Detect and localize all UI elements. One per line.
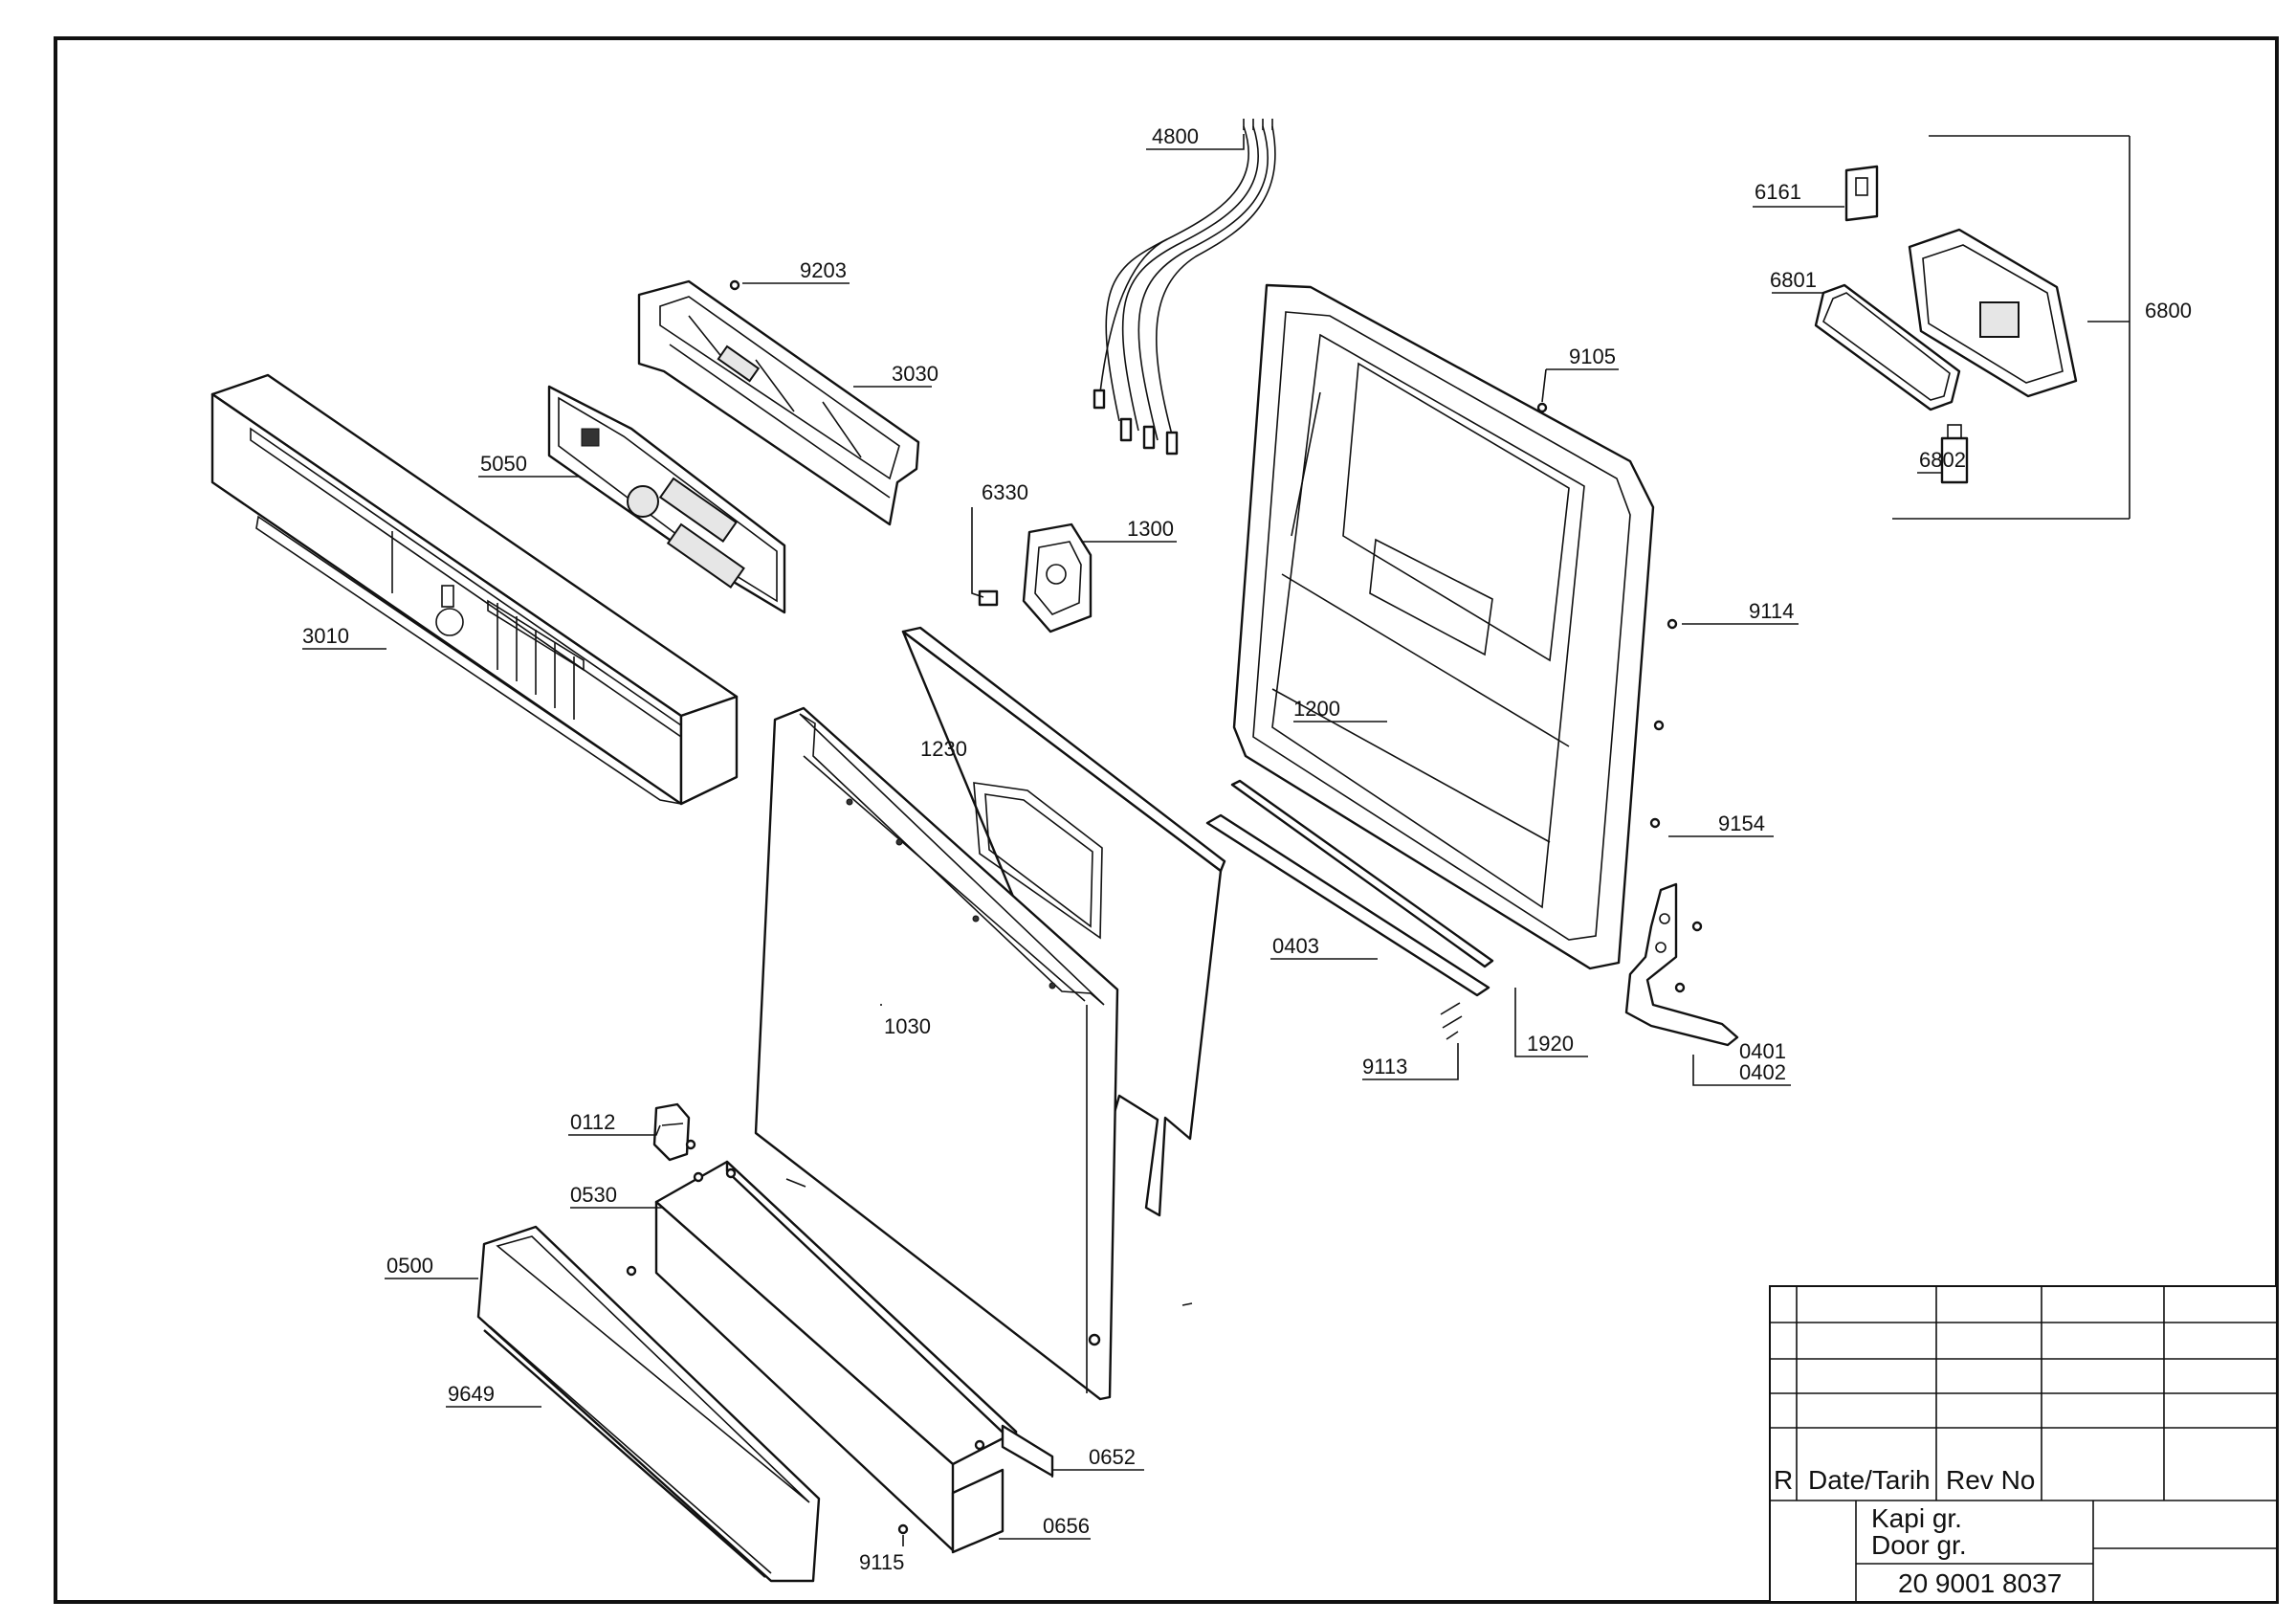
label-9154: 9154: [1718, 812, 1765, 835]
part-9203-screw: [729, 279, 740, 291]
label-5050: 5050: [480, 452, 527, 476]
label-9114: 9114: [1749, 599, 1794, 623]
part-labels: 4800 9203 3030 5050 3010 6330 1300 9105 …: [302, 124, 2192, 1574]
label-9649: 9649: [448, 1382, 495, 1406]
drawing-title-en: Door gr.: [1871, 1530, 1967, 1560]
label-1200: 1200: [1293, 697, 1340, 721]
label-1920: 1920: [1527, 1032, 1574, 1056]
part-1920-seal: [1205, 813, 1490, 997]
part-4800-cable-harness: [1093, 119, 1276, 456]
date-column-header: Date/Tarih: [1808, 1465, 1931, 1495]
label-3010: 3010: [302, 624, 349, 648]
label-0402: 0402: [1739, 1060, 1786, 1084]
part-6800-dispenser-unit: [1908, 228, 2078, 398]
part-0530-support: [654, 1160, 1018, 1552]
label-0652: 0652: [1089, 1445, 1136, 1469]
label-4800: 4800: [1152, 124, 1199, 148]
title-block: R Date/Tarih Rev No Kapi gr. Door gr. 20…: [1769, 1285, 2278, 1603]
part-5050-electronic-board: [547, 385, 786, 614]
part-1230-outer-door-panel: [901, 626, 1226, 1217]
part-0112-bracket: [652, 1102, 696, 1162]
label-9203: 9203: [800, 258, 847, 282]
label-9115: 9115: [859, 1550, 904, 1574]
label-6330: 6330: [982, 480, 1028, 504]
label-6802: 6802: [1919, 448, 1966, 472]
drawing-number: 20 9001 8037: [1898, 1568, 2062, 1598]
rev-column-header: R: [1774, 1465, 1793, 1495]
part-9649-strip: [483, 1325, 772, 1578]
label-1300: 1300: [1127, 517, 1174, 541]
part-6802-valve: [1940, 424, 1969, 484]
drawing-frame: [54, 36, 2279, 1604]
drawing-title-tr: Kapi gr.: [1871, 1503, 1962, 1533]
label-0403: 0403: [1272, 934, 1319, 958]
part-1200-inner-door: [1232, 283, 1655, 970]
label-6161: 6161: [1755, 180, 1801, 204]
part-0656-end-cap: [951, 1468, 1004, 1554]
part-9113-clip: [1440, 1002, 1463, 1040]
label-9113: 9113: [1362, 1055, 1407, 1078]
part-6161-bracket: [1844, 165, 1879, 222]
revno-column-header: Rev No: [1946, 1465, 2035, 1495]
part-9114-screw-2: [1653, 720, 1665, 731]
part-1300-detergent-dispenser: [1022, 522, 1093, 634]
label-0530: 0530: [570, 1183, 617, 1207]
label-6800: 6800: [2145, 299, 2192, 322]
part-6801-gasket: [1814, 283, 1961, 411]
detail-mark-2: [785, 1178, 806, 1188]
part-9105-screw: [1536, 402, 1548, 413]
label-6801: 6801: [1770, 268, 1817, 292]
part-0403-strip: [1230, 779, 1494, 968]
part-0500-kick-panel: [476, 1225, 821, 1583]
part-1030-front-door: [754, 706, 1119, 1401]
title-block-frame: [1769, 1285, 2278, 1603]
label-9105: 9105: [1569, 345, 1616, 368]
label-3030: 3030: [892, 362, 938, 386]
part-3010-control-panel: [210, 373, 739, 806]
part-9114-screw: [1667, 618, 1678, 630]
label-1230: 1230: [920, 737, 967, 761]
part-6330-clip: [978, 589, 999, 607]
part-3030-panel-housing: [637, 279, 920, 526]
part-9115-screw: [897, 1523, 909, 1535]
label-0112: 0112: [570, 1110, 615, 1134]
part-0401-0402-hinge: [1624, 882, 1739, 1047]
label-0500: 0500: [386, 1254, 433, 1278]
label-0401: 0401: [1739, 1039, 1786, 1063]
part-9154-screw: [1649, 817, 1661, 829]
label-0656: 0656: [1043, 1514, 1090, 1538]
label-1030: 1030: [884, 1014, 931, 1038]
leader-lines: [302, 134, 2130, 1546]
detail-mark-3: [1181, 1302, 1193, 1306]
